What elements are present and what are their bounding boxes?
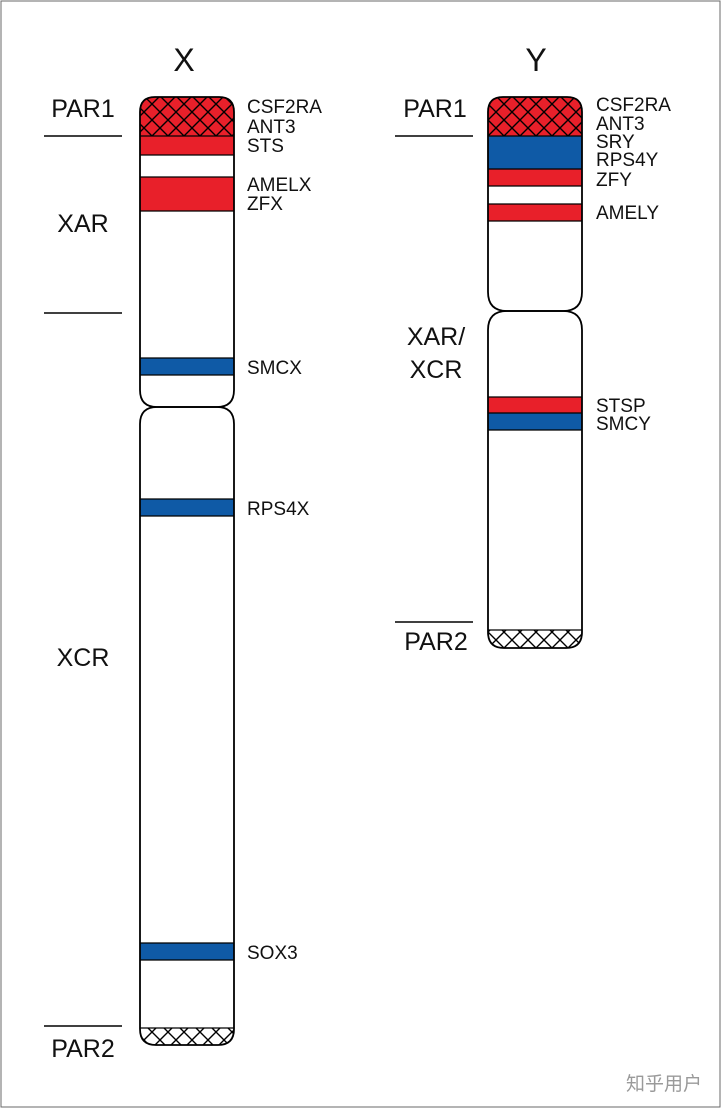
y-region-xar-xcr-line1: XAR/	[407, 323, 465, 351]
x-region-xar: XAR	[57, 210, 108, 238]
y-lower-arm-bands	[488, 397, 582, 648]
x-gene-csf2ra: CSF2RA	[247, 97, 322, 118]
y-par1-hatch	[488, 97, 582, 136]
x-amelx-zfx-band	[140, 177, 234, 211]
y-gene-sry: SRY	[596, 132, 635, 153]
x-gene-sts: STS	[247, 136, 284, 157]
x-gene-smcx: SMCX	[247, 358, 302, 379]
y-zfy-band	[488, 169, 582, 186]
y-par2-hatch	[488, 630, 582, 648]
x-lower-arm-bands	[140, 499, 234, 1045]
y-gene-ant3: ANT3	[596, 114, 645, 135]
watermark-text: 知乎用户	[626, 1073, 702, 1095]
x-lower-arm-outline	[139, 406, 235, 1046]
x-region-par1: PAR1	[51, 95, 114, 123]
x-chromosome-title: X	[173, 42, 194, 78]
y-chromosome: Y	[395, 42, 671, 656]
x-gene-rps4x: RPS4X	[247, 499, 310, 520]
x-sox3-band	[140, 943, 234, 960]
y-region-dividers	[395, 135, 473, 623]
x-par1-hatch	[140, 97, 234, 136]
x-smcx-band	[140, 358, 234, 375]
x-upper-arm-bands	[140, 97, 234, 375]
y-gene-smcy: SMCY	[596, 414, 651, 435]
x-gene-zfx: ZFX	[247, 194, 283, 215]
y-stsp-band	[488, 397, 582, 413]
y-smcy-band	[488, 413, 582, 430]
y-sry-rps4y-band	[488, 136, 582, 169]
y-region-xar-xcr-line2: XCR	[410, 356, 463, 384]
x-region-par2: PAR2	[51, 1035, 114, 1063]
y-upper-arm-bands	[488, 97, 582, 221]
x-region-xcr: XCR	[57, 644, 110, 672]
y-gene-amely: AMELY	[596, 203, 659, 224]
x-sts-band	[140, 136, 234, 155]
x-par2-hatch	[140, 1028, 234, 1045]
x-chromosome: X	[44, 42, 322, 1063]
y-gene-csf2ra: CSF2RA	[596, 95, 671, 116]
y-upper-arm-outline	[487, 96, 583, 312]
x-upper-arm-outline	[139, 96, 235, 408]
y-gene-zfy: ZFY	[596, 170, 632, 191]
x-band-lines	[140, 135, 234, 1029]
y-region-par2: PAR2	[404, 628, 467, 656]
x-gene-amelx: AMELX	[247, 175, 312, 196]
y-region-par1: PAR1	[403, 95, 466, 123]
y-amely-band	[488, 204, 582, 221]
y-lower-arm-outline	[487, 310, 583, 649]
x-gene-sox3: SOX3	[247, 943, 298, 964]
y-chromosome-title: Y	[525, 42, 546, 78]
x-rps4x-band	[140, 499, 234, 516]
y-gene-rps4y: RPS4Y	[596, 150, 659, 171]
y-band-lines	[488, 135, 582, 631]
x-region-dividers	[44, 135, 122, 1027]
y-gene-stsp: STSP	[596, 396, 646, 417]
x-gene-ant3: ANT3	[247, 117, 296, 138]
